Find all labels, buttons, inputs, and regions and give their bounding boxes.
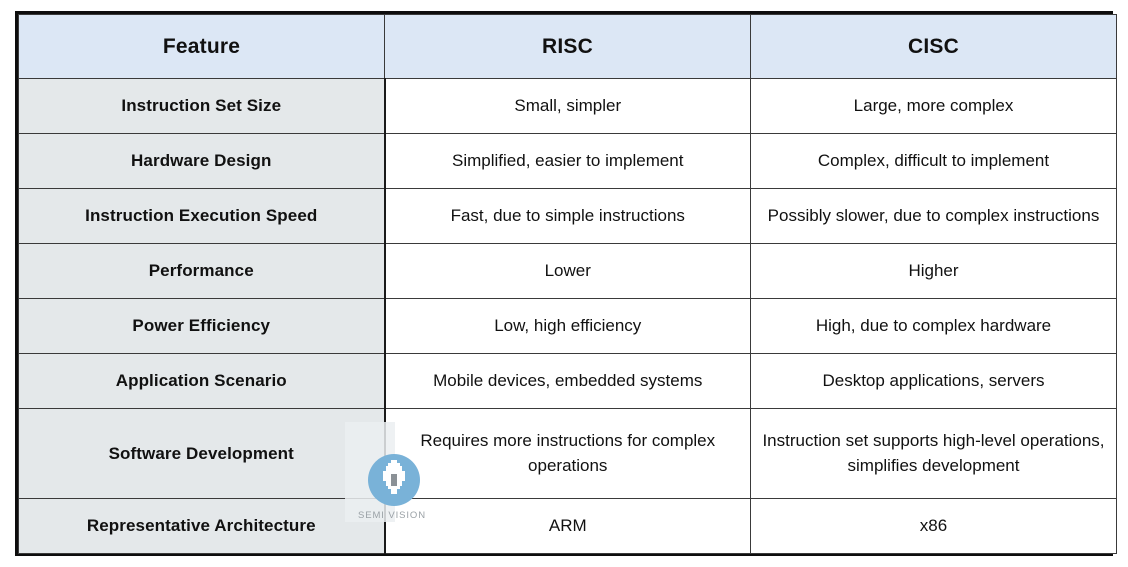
cisc-value-performance: Higher	[750, 243, 1117, 299]
feature-label-performance: Performance	[18, 243, 386, 299]
feature-label-power-efficiency: Power Efficiency	[18, 298, 386, 354]
cisc-value-instruction-set-size: Large, more complex	[750, 78, 1117, 134]
cisc-value-application-scenario: Desktop applications, servers	[750, 353, 1117, 409]
feature-label-software-development: Software Development	[18, 408, 386, 499]
column-header-cisc: CISC	[750, 14, 1117, 79]
column-header-feature: Feature	[18, 14, 385, 79]
risc-value-hardware-design: Simplified, easier to implement	[384, 133, 751, 189]
table-row: Instruction Set Size Small, simpler Larg…	[18, 78, 1117, 134]
table-row: Performance Lower Higher	[18, 243, 1117, 299]
table-body: Instruction Set Size Small, simpler Larg…	[18, 78, 1117, 554]
feature-label-instruction-set-size: Instruction Set Size	[18, 78, 386, 134]
table-header-row: Feature RISC CISC	[18, 14, 1117, 79]
feature-label-hardware-design: Hardware Design	[18, 133, 386, 189]
table-row: Instruction Execution Speed Fast, due to…	[18, 188, 1117, 244]
cisc-value-software-development: Instruction set supports high-level oper…	[750, 408, 1117, 499]
risc-value-performance: Lower	[384, 243, 751, 299]
comparison-table-container: Feature RISC CISC Instruction Set Size S…	[15, 11, 1117, 556]
column-header-risc: RISC	[384, 14, 751, 79]
risc-value-software-development: Requires more instructions for complex o…	[384, 408, 751, 499]
table-row: Hardware Design Simplified, easier to im…	[18, 133, 1117, 189]
table-header: Feature RISC CISC	[18, 14, 1117, 79]
table-row: Application Scenario Mobile devices, emb…	[18, 353, 1117, 409]
feature-label-application-scenario: Application Scenario	[18, 353, 386, 409]
cisc-value-representative-architecture: x86	[750, 498, 1117, 554]
feature-label-instruction-execution-speed: Instruction Execution Speed	[18, 188, 386, 244]
risc-value-instruction-execution-speed: Fast, due to simple instructions	[384, 188, 751, 244]
risc-value-power-efficiency: Low, high efficiency	[384, 298, 751, 354]
cisc-value-power-efficiency: High, due to complex hardware	[750, 298, 1117, 354]
risc-cisc-comparison-table: Feature RISC CISC Instruction Set Size S…	[18, 14, 1117, 554]
risc-value-representative-architecture: ARM	[384, 498, 751, 554]
risc-value-instruction-set-size: Small, simpler	[384, 78, 751, 134]
cisc-value-hardware-design: Complex, difficult to implement	[750, 133, 1117, 189]
table-row: Software Development Requires more instr…	[18, 408, 1117, 499]
feature-label-representative-architecture: Representative Architecture	[18, 498, 386, 554]
table-row: Power Efficiency Low, high efficiency Hi…	[18, 298, 1117, 354]
table-row: Representative Architecture ARM x86	[18, 498, 1117, 554]
risc-value-application-scenario: Mobile devices, embedded systems	[384, 353, 751, 409]
cisc-value-instruction-execution-speed: Possibly slower, due to complex instruct…	[750, 188, 1117, 244]
